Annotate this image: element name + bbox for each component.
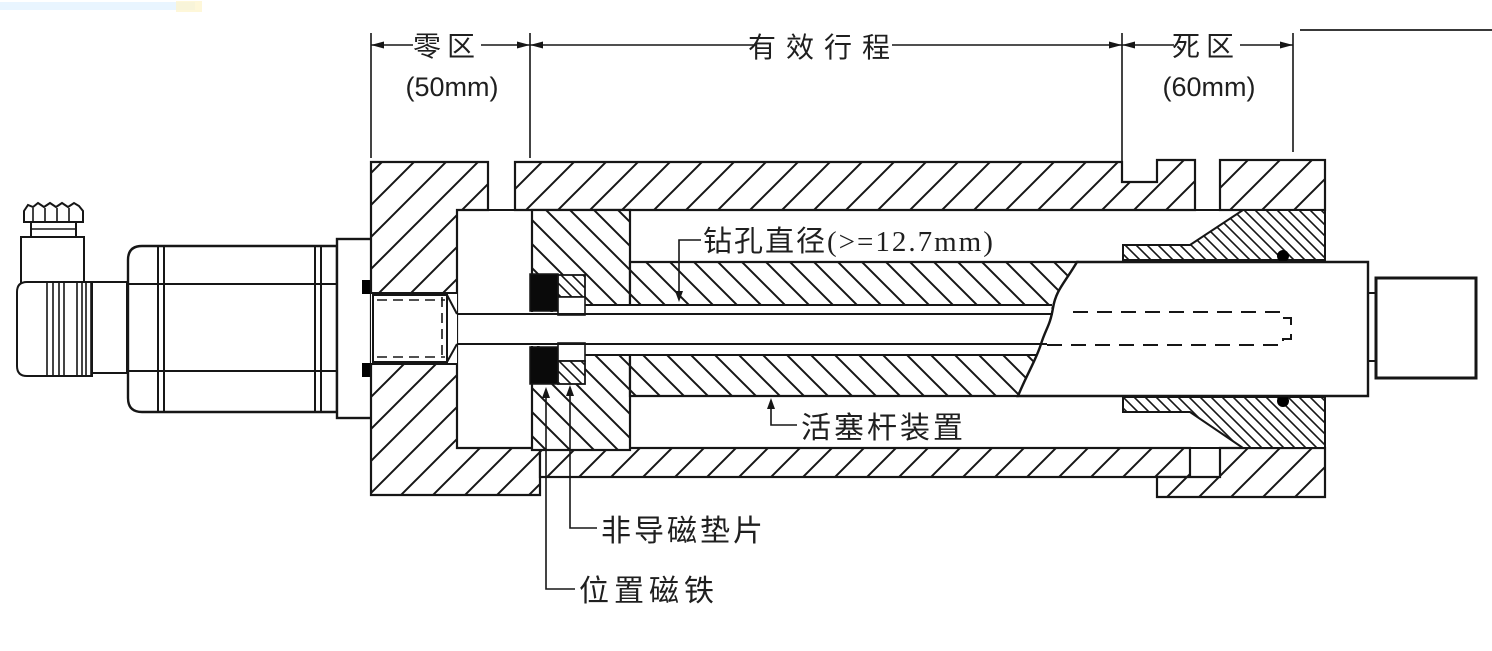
position-magnet-bottom <box>529 346 559 385</box>
scan-artifacts <box>0 1 1492 31</box>
gland-seal-bottom <box>1277 395 1289 407</box>
dim-arrow <box>371 41 384 49</box>
mounting-flange <box>335 237 374 420</box>
dimension-annotations: 零区 (50mm) 有效行程 死区 (60mm) <box>370 32 1294 172</box>
artifact-blue-strip <box>0 2 195 10</box>
dim-arrow <box>1280 41 1293 49</box>
elbow-body <box>16 281 93 377</box>
rod-gland-bushing-top <box>1122 209 1326 261</box>
effective-stroke-label: 有效行程 <box>748 32 900 64</box>
position-magnet-top <box>529 273 559 312</box>
extension-lines <box>370 33 1294 172</box>
zero-zone-label: 零区 <box>413 32 481 63</box>
rod-bore-edges <box>585 304 1052 356</box>
callout-piston-rod: 活塞杆装置 <box>767 398 966 445</box>
sensor-housing <box>126 237 374 420</box>
thread-dashed-lines <box>377 297 445 360</box>
dim-zero-zone: 零区 (50mm) <box>371 32 530 102</box>
callout-spacer: 非导磁垫片 <box>566 385 766 548</box>
elbow-ribs <box>46 283 92 375</box>
piston-rod-extension <box>1016 260 1370 398</box>
dim-effective-stroke: 有效行程 <box>530 32 1122 64</box>
stud-chamfer <box>446 294 458 363</box>
magnet-and-spacer <box>529 273 586 385</box>
magnet-bore-clearance <box>529 312 585 346</box>
cable-gland <box>91 281 128 374</box>
dim-arrow <box>530 41 543 49</box>
cylinder-barrel-top <box>513 158 1197 212</box>
connector-plug <box>20 201 85 284</box>
housing-ring-grooves <box>157 246 322 412</box>
leader-arrow-down <box>675 291 683 302</box>
cylinder-barrel-bottom <box>538 446 1192 479</box>
spacer-bottom-plain <box>557 342 586 362</box>
housing-barrel <box>126 244 339 414</box>
spacer-top-hatched <box>557 274 586 298</box>
dead-zone-label: 死区 <box>1172 32 1240 63</box>
callout-bore-diameter: 钻孔直径(>=12.7mm) <box>675 225 995 302</box>
leader-arrow-up <box>767 398 775 409</box>
dim-arrow <box>1109 41 1122 49</box>
connector-nut-knurls <box>32 208 70 222</box>
callout-magnet: 位置磁铁 <box>542 387 719 608</box>
leader-magnet <box>545 394 575 590</box>
rod-bore-cavity <box>585 305 1052 355</box>
dim-dead-zone: 死区 (60mm) <box>1122 32 1293 102</box>
callouts: 钻孔直径(>=12.7mm) 活塞杆装置 非导磁垫片 位置磁铁 <box>542 225 995 608</box>
sensor-mount-thread <box>371 292 458 365</box>
leader-arrow-up <box>542 387 550 398</box>
bore-surface-lines <box>457 209 1220 449</box>
dim-arrow <box>517 41 530 49</box>
sensor-head <box>16 201 374 420</box>
spacer-top-plain <box>557 296 586 316</box>
flange-oring-bottom <box>362 363 372 377</box>
piston-rod-label: 活塞杆装置 <box>801 412 966 445</box>
leader-piston-rod <box>770 406 797 426</box>
thread-hole-edges <box>371 292 457 365</box>
dead-zone-value: (60mm) <box>1163 72 1256 102</box>
zero-zone-value: (50mm) <box>406 72 499 102</box>
connector-body <box>20 236 85 284</box>
housing-profile-lines <box>128 283 372 372</box>
spacer-bottom-hatched <box>557 360 586 385</box>
cable-elbow <box>16 281 128 377</box>
leader-bore <box>678 239 701 292</box>
gland-seal-top <box>1277 250 1289 262</box>
threaded-stud <box>372 294 448 363</box>
dim-arrow <box>1122 41 1135 49</box>
sensor-waveguide-rod <box>457 313 1053 345</box>
leader-arrow-up <box>566 385 574 396</box>
rod-end-block <box>1374 276 1478 380</box>
magnet-label: 位置磁铁 <box>579 575 719 608</box>
flange-oring-top <box>362 280 372 294</box>
piston-rod-assembly <box>529 208 1478 452</box>
spacer-label: 非导磁垫片 <box>601 515 766 548</box>
artifact-yellow-speck <box>176 1 202 12</box>
leader-spacer <box>569 392 597 529</box>
bore-diameter-label: 钻孔直径(>=12.7mm) <box>703 225 995 258</box>
gland-retainer-top <box>1218 158 1327 212</box>
